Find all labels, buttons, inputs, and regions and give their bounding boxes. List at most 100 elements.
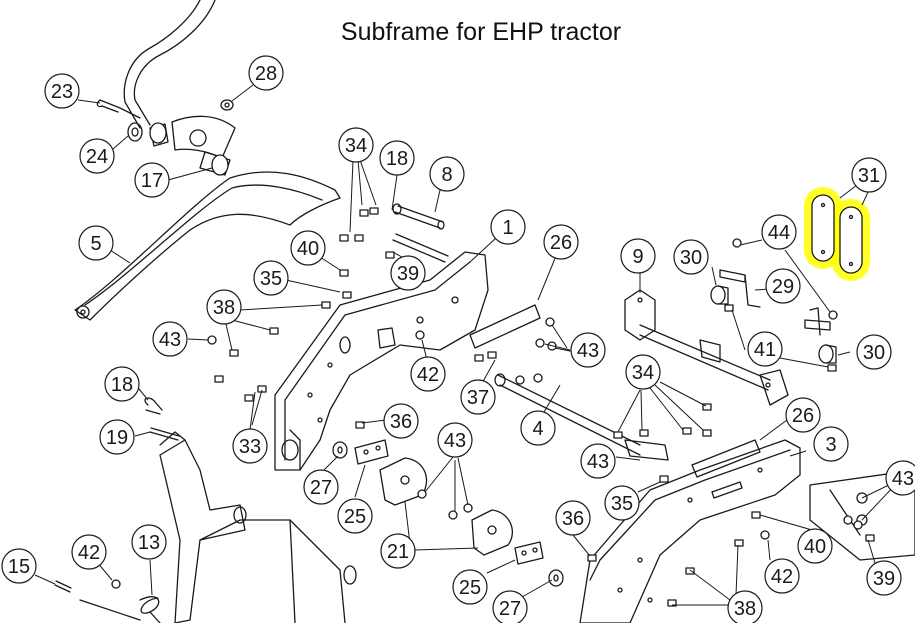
clip-pin-23 (96, 99, 141, 119)
spacer-plate-26-lower (691, 439, 761, 478)
callout-8: 8 (429, 156, 465, 192)
callout-circle (604, 485, 640, 521)
callout-circle (797, 528, 833, 564)
callout-9: 9 (620, 238, 656, 274)
callout-circle (543, 224, 579, 260)
pin-19 (149, 427, 180, 441)
bushing-24 (127, 122, 143, 142)
callout-circle (410, 356, 446, 392)
callout-circle (390, 255, 426, 291)
pin-15 (54, 580, 72, 593)
callout-number: 42 (78, 542, 100, 564)
callout-circle (232, 428, 268, 464)
callout-number: 39 (873, 568, 895, 590)
callout-number: 28 (255, 63, 277, 85)
subframe-plate-3 (579, 439, 801, 623)
callout-43: 43 (570, 332, 606, 368)
callout-38: 38 (206, 289, 242, 325)
callout-number: 43 (159, 329, 181, 351)
callout-30: 30 (673, 239, 709, 275)
callout-circle (490, 209, 526, 245)
callout-circle (79, 138, 115, 174)
spacer-25-a (354, 439, 389, 465)
callout-23: 23 (44, 73, 80, 109)
callout-35: 35 (604, 485, 640, 521)
callout-number: 35 (260, 268, 282, 290)
callout-42: 42 (410, 356, 446, 392)
callout-number: 35 (611, 493, 633, 515)
callout-number: 40 (297, 238, 319, 260)
callout-circle (248, 55, 284, 91)
callout-25: 25 (452, 569, 488, 605)
callout-number: 29 (772, 276, 794, 298)
callout-circle (885, 460, 915, 496)
callout-19: 19 (99, 419, 135, 455)
callout-number: 33 (239, 436, 261, 458)
callout-number: 43 (577, 340, 599, 362)
callout-circle (747, 331, 783, 367)
callout-number: 27 (499, 598, 521, 620)
callout-36: 36 (555, 500, 591, 536)
callout-number: 17 (141, 170, 163, 192)
washer-27-b (548, 569, 564, 587)
rear-hitch-bar (123, 0, 236, 176)
callout-number: 36 (390, 411, 412, 433)
callout-circle (785, 397, 821, 433)
callout-circle (851, 157, 887, 193)
callout-39: 39 (390, 255, 426, 291)
callout-circle (290, 230, 326, 266)
callout-number: 1 (502, 217, 513, 239)
callout-circle (383, 403, 419, 439)
callout-circle (1, 548, 37, 584)
bracket-29 (719, 269, 831, 336)
callout-circle (131, 524, 167, 560)
callout-circle (761, 214, 797, 250)
callout-circle (727, 590, 763, 623)
callout-number: 23 (51, 81, 73, 103)
callout-17: 17 (134, 162, 170, 198)
callout-circle (866, 560, 902, 596)
callout-number: 26 (550, 232, 572, 254)
callout-circle (338, 127, 374, 163)
callout-circle (620, 238, 656, 274)
callout-number: 26 (792, 405, 814, 427)
hairpin-18 (144, 397, 163, 415)
callout-circle (625, 354, 661, 390)
callout-number: 42 (771, 566, 793, 588)
bushing-30-lower (818, 344, 837, 364)
callout-30: 30 (856, 334, 892, 370)
bushing-30-upper (710, 285, 729, 305)
callout-circle (104, 366, 140, 402)
callout-circle (437, 422, 473, 458)
callout-circle (570, 332, 606, 368)
callout-37: 37 (460, 379, 496, 415)
callout-number: 38 (213, 297, 235, 319)
spring-13 (79, 596, 161, 623)
callout-number: 5 (90, 233, 101, 255)
callout-number: 9 (632, 246, 643, 268)
callout-42: 42 (71, 534, 107, 570)
callout-number: 44 (768, 222, 790, 244)
callout-number: 25 (344, 506, 366, 528)
callout-number: 25 (459, 577, 481, 599)
diagram-title: Subframe for EHP tractor (340, 18, 622, 46)
callout-circle (152, 321, 188, 357)
lift-arm-5 (74, 171, 341, 321)
callout-3: 3 (813, 426, 849, 462)
callout-circle (99, 419, 135, 455)
callout-circle (452, 569, 488, 605)
callout-circle (380, 533, 416, 569)
callout-38: 38 (727, 590, 763, 623)
callout-42: 42 (764, 558, 800, 594)
callout-number: 4 (532, 418, 543, 440)
callout-18: 18 (104, 366, 140, 402)
hitch-bracket-lower (159, 431, 357, 623)
bushing-17 (149, 122, 169, 147)
callout-number: 3 (825, 434, 836, 456)
front-frame-9 (624, 289, 789, 406)
callout-33: 33 (232, 428, 268, 464)
callout-circle (520, 410, 556, 446)
callout-circle (460, 379, 496, 415)
callout-circle (44, 73, 80, 109)
